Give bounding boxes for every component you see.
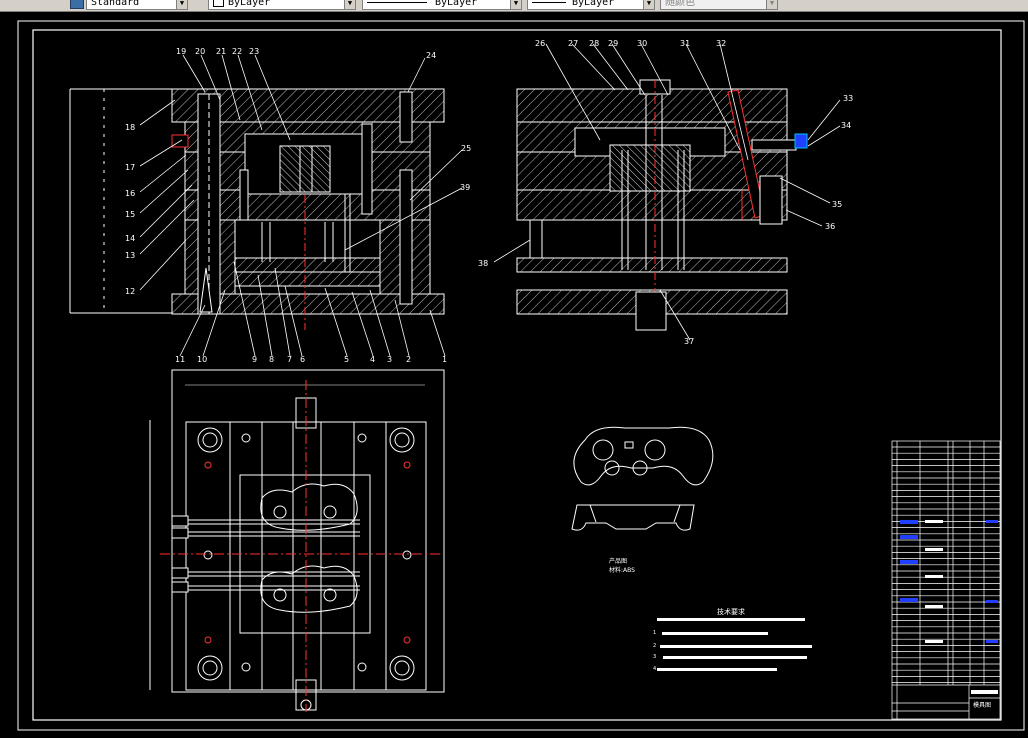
part-number-14: 14 xyxy=(125,234,135,243)
part-number-20: 20 xyxy=(195,47,205,56)
part-number-22: 22 xyxy=(232,47,242,56)
part-number-8: 8 xyxy=(269,355,274,364)
part-number-21: 21 xyxy=(216,47,226,56)
chevron-down-icon[interactable]: ▼ xyxy=(176,0,187,9)
part-number-36: 36 xyxy=(825,222,835,231)
inner-border xyxy=(32,29,1002,721)
part-number-37: 37 xyxy=(684,337,694,346)
linetype-value: ByLayer xyxy=(435,0,478,8)
title-block-drawing-name: 模具图 xyxy=(973,701,991,709)
part-number-26: 26 xyxy=(535,39,545,48)
part-number-12: 12 xyxy=(125,287,135,296)
part-number-31: 31 xyxy=(680,39,690,48)
part-number-6: 6 xyxy=(300,355,305,364)
part-number-3: 3 xyxy=(387,355,392,364)
chevron-down-icon[interactable]: ▼ xyxy=(766,0,777,9)
chevron-down-icon[interactable]: ▼ xyxy=(344,0,355,9)
plot-style-value: 随颜色 xyxy=(665,0,695,8)
part-number-34: 34 xyxy=(841,121,851,130)
color-swatch-icon xyxy=(213,0,224,7)
tech-req-number-1: 1 xyxy=(653,630,656,636)
part-number-18: 18 xyxy=(125,123,135,132)
layer-value: ByLayer xyxy=(228,0,271,8)
tech-req-number-2: 2 xyxy=(653,643,656,649)
chevron-down-icon[interactable]: ▼ xyxy=(510,0,521,9)
lineweight-value: ByLayer xyxy=(572,0,615,8)
part-number-11: 11 xyxy=(175,355,185,364)
part-number-10: 10 xyxy=(197,355,207,364)
text-style-value: Standard xyxy=(91,0,140,8)
outer-border xyxy=(17,20,1025,731)
part-number-33: 33 xyxy=(843,94,853,103)
technical-requirements: 技术要求 1 2 3 4 xyxy=(653,607,812,672)
part-number-39: 39 xyxy=(460,183,470,192)
drawing-svg[interactable]: 18 17 16 15 14 13 12 19 20 21 22 23 24 2… xyxy=(0,12,1028,734)
right-section-view[interactable] xyxy=(493,43,841,341)
part-number-38: 38 xyxy=(478,259,488,268)
tech-req-number-4: 4 xyxy=(653,666,656,672)
part-number-32: 32 xyxy=(716,39,726,48)
part-number-7: 7 xyxy=(287,355,292,364)
part-number-30: 30 xyxy=(637,39,647,48)
plan-view[interactable] xyxy=(149,369,445,712)
text-style-icon[interactable] xyxy=(70,0,84,9)
part-number-9: 9 xyxy=(252,355,257,364)
part-number-29: 29 xyxy=(608,39,618,48)
title-block[interactable] xyxy=(891,440,1001,720)
chevron-down-icon[interactable]: ▼ xyxy=(643,0,654,9)
product-label: 产品图 xyxy=(609,557,627,565)
part-number-labels-right: 26 27 28 29 30 31 32 33 34 35 36 37 38 xyxy=(478,39,853,346)
left-section-view[interactable] xyxy=(69,54,463,357)
properties-toolbar: Standard ▼ ByLayer ▼ ByLayer ▼ ByLayer ▼… xyxy=(0,0,1028,12)
part-number-2: 2 xyxy=(406,355,411,364)
title-block-fills xyxy=(900,520,998,694)
part-number-27: 27 xyxy=(568,39,578,48)
part-number-4: 4 xyxy=(370,355,375,364)
text-style-dropdown[interactable]: Standard ▼ xyxy=(86,0,188,10)
part-number-17: 17 xyxy=(125,163,135,172)
part-number-25: 25 xyxy=(461,144,471,153)
lineweight-dropdown[interactable]: ByLayer ▼ xyxy=(527,0,655,10)
cad-drawing-canvas[interactable]: 18 17 16 15 14 13 12 19 20 21 22 23 24 2… xyxy=(0,12,1028,734)
linetype-dropdown[interactable]: ByLayer ▼ xyxy=(362,0,522,10)
part-number-1: 1 xyxy=(442,355,447,364)
lineweight-sample xyxy=(532,1,566,3)
material-label: 材料:ABS xyxy=(609,566,635,574)
part-number-13: 13 xyxy=(125,251,135,260)
tech-req-number-3: 3 xyxy=(653,654,656,660)
part-number-35: 35 xyxy=(832,200,842,209)
plot-style-dropdown[interactable]: 随颜色 ▼ xyxy=(660,0,778,10)
part-number-5: 5 xyxy=(344,355,349,364)
part-number-16: 16 xyxy=(125,189,135,198)
part-number-24: 24 xyxy=(426,51,436,60)
part-number-28: 28 xyxy=(589,39,599,48)
layer-dropdown[interactable]: ByLayer ▼ xyxy=(208,0,356,10)
tech-requirements-title: 技术要求 xyxy=(717,607,745,616)
product-drawing[interactable] xyxy=(571,426,714,531)
part-number-23: 23 xyxy=(249,47,259,56)
part-number-19: 19 xyxy=(176,47,186,56)
part-number-labels-left: 18 17 16 15 14 13 12 19 20 21 22 23 24 2… xyxy=(125,47,471,364)
part-number-15: 15 xyxy=(125,210,135,219)
linetype-sample xyxy=(367,1,427,3)
